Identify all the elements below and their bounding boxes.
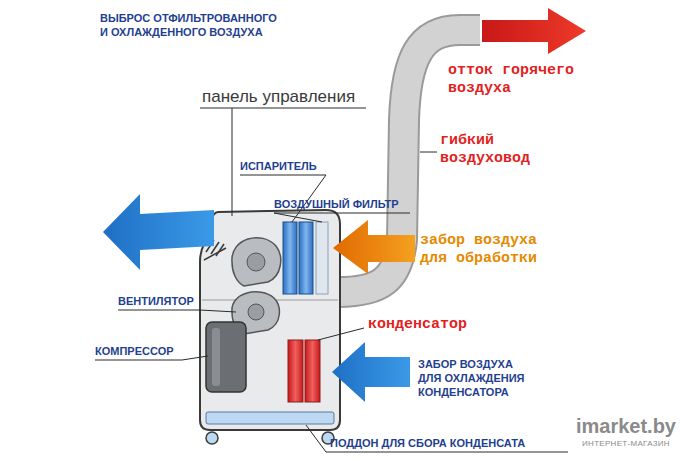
part-label: гибкий воздуховод	[440, 132, 560, 168]
part-label: ПОДДОН ДЛЯ СБОРА КОНДЕНСАТА	[330, 437, 525, 451]
condenser	[288, 340, 303, 402]
flow-label: отток горячего воздуха	[448, 62, 588, 98]
cool-air-out-arrow	[103, 194, 214, 270]
leader-lines	[95, 108, 568, 452]
leader-line	[232, 108, 233, 216]
leader-line	[326, 452, 568, 453]
condenser	[305, 340, 320, 402]
part-label: ИСПАРИТЕЛЬ	[240, 160, 317, 174]
compressor	[206, 322, 246, 392]
leader-line	[274, 213, 410, 222]
hot-air-out-arrow	[482, 8, 586, 54]
leader-line	[420, 152, 437, 153]
compressor-highlight	[212, 328, 220, 386]
condensate-tray	[206, 412, 334, 424]
evaporator	[299, 222, 313, 294]
part-label: конденсатор	[368, 316, 467, 334]
air-filter	[316, 222, 328, 294]
unit-housing	[200, 210, 340, 430]
watermark: ИНТЕРНЕТ-МАГАЗИН	[582, 439, 670, 449]
watermark: imarket.by	[576, 414, 676, 439]
part-label: ВОЗДУШНЫЙ ФИЛЬТР	[274, 198, 399, 212]
flow-label: ЗАБОР ВОЗДУХА ДЛЯ ОХЛАЖДЕНИЯ КОНДЕНСАТОР…	[418, 358, 536, 399]
wheel	[206, 432, 218, 444]
upper-fan	[232, 238, 281, 286]
intake-air-arrow	[333, 220, 415, 274]
part-label: ВЕНТИЛЯТОР	[118, 295, 194, 309]
outlet-label: ВЫБРОС ОТФИЛЬТРОВАННОГО И ОХЛАЖДЕННОГО В…	[100, 12, 282, 40]
flow-label: забор воздуха для обработки	[420, 232, 552, 268]
panel-label: панель управления	[202, 86, 355, 107]
part-label: КОМПРЕССОР	[95, 345, 174, 359]
leader-line	[318, 328, 364, 340]
leader-line	[200, 108, 366, 109]
leader-line	[118, 310, 236, 312]
condenser-intake-arrow	[332, 342, 410, 402]
leader-line	[306, 425, 326, 452]
evaporator	[283, 222, 297, 294]
